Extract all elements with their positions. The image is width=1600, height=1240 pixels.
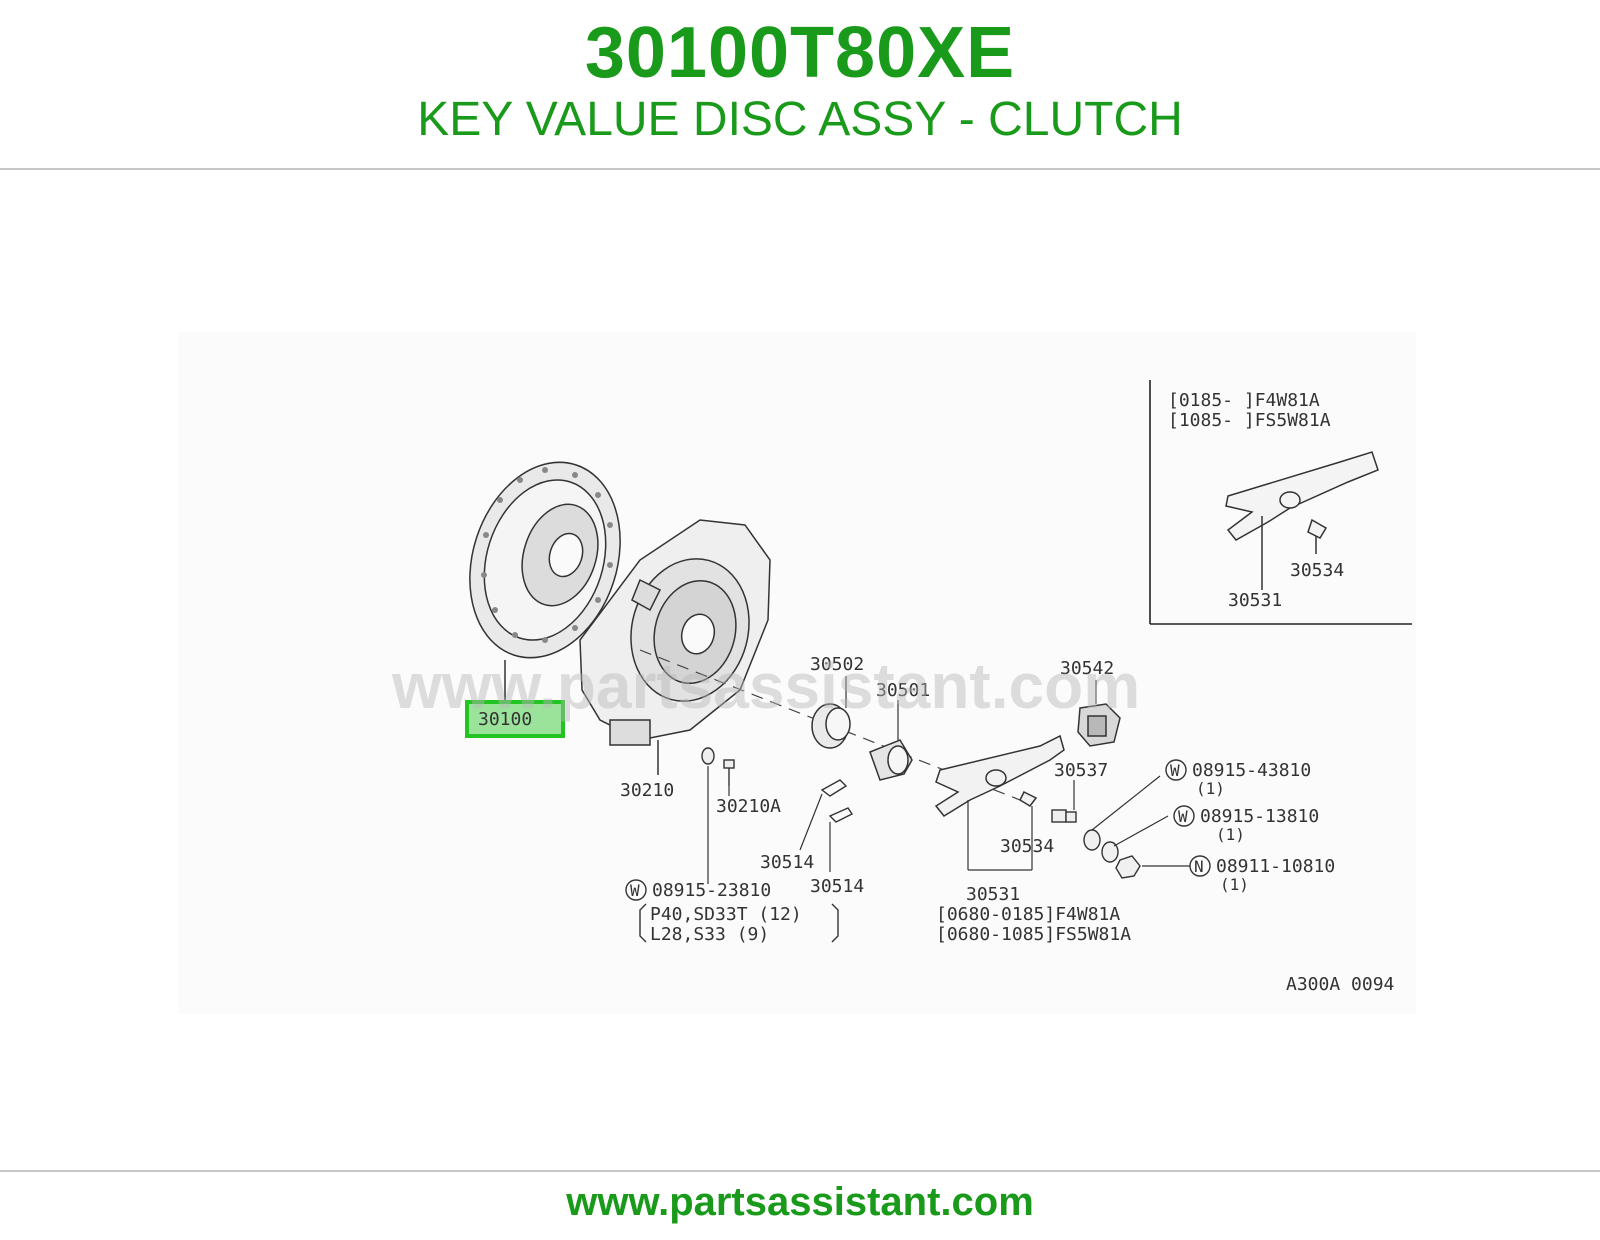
diagram-panel [178,332,1416,1014]
inset-box [1149,380,1412,625]
callout-30100[interactable]: 30100 [478,709,532,730]
callout-30514-b: 30514 [810,876,864,897]
washers-nut-drawing [1083,829,1141,879]
retainer-clips-drawing [820,779,854,823]
footer-divider [0,1170,1600,1172]
cover-bolt-drawing [701,747,735,786]
leader-washer-1 [1091,775,1161,831]
callout-30210a: 30210A [716,796,781,817]
bolt-part-number[interactable]: 08915-23810 [652,880,771,901]
nut-part-number[interactable]: 08911-10810 [1216,856,1335,877]
lever-range-1: [0680-0185]F4W81A [936,904,1120,925]
leader-30514-a [799,793,823,851]
dust-boot-drawing [1077,703,1121,747]
nut-symbol [1189,855,1211,877]
clutch-cover-drawing [579,519,771,746]
washer-2-qty: (1) [1216,825,1245,844]
inset-callout-30531: 30531 [1228,590,1282,611]
leader-washer-2 [1113,815,1169,847]
clutch-disc-drawing [469,461,621,659]
callout-30501: 30501 [876,680,930,701]
callout-30210: 30210 [620,780,674,801]
page-header: 30100T80XE KEY VALUE DISC ASSY - CLUTCH [0,0,1600,168]
release-bearing-drawing [811,703,851,749]
highlighted-callout-box[interactable] [465,700,565,738]
callout-30534: 30534 [1000,836,1054,857]
inset-callout-30534: 30534 [1290,560,1344,581]
bolt-note-2: L28,S33 (9) [650,924,769,945]
bracket-right [831,903,839,943]
inset-range-2: [1085- ]FS5W81A [1168,410,1331,431]
part-number-title: 30100T80XE [584,13,1016,93]
nut-symbol-letter: N [1194,857,1204,876]
washer-symbol-1 [625,879,647,901]
callout-30531: 30531 [966,884,1020,905]
nut-qty: (1) [1220,875,1249,894]
inset-range-1: [0185- ]F4W81A [1168,390,1320,411]
bearing-sleeve-drawing [869,739,913,781]
bracket-left [639,903,647,943]
washer-symbol-2 [1165,759,1187,781]
callout-30542: 30542 [1060,658,1114,679]
washer-symbol-3 [1173,805,1195,827]
withdrawal-lever-drawing [934,734,1065,817]
callout-30502: 30502 [810,654,864,675]
diagram-code: A300A 0094 [1286,974,1394,995]
part-name-subtitle: KEY VALUE DISC ASSY - CLUTCH [417,93,1183,146]
callout-30514-a: 30514 [760,852,814,873]
pivot-pin-drawing [1051,809,1077,823]
header-divider [0,168,1600,170]
washer-symbol-3-letter: W [1178,807,1188,826]
footer-site-link[interactable]: www.partsassistant.com [566,1180,1034,1224]
washer-2-part-number[interactable]: 08915-13810 [1200,806,1319,827]
washer-1-qty: (1) [1196,779,1225,798]
callout-30537: 30537 [1054,760,1108,781]
inset-release-fork-drawing [1225,451,1379,590]
washer-1-part-number[interactable]: 08915-43810 [1192,760,1311,781]
washer-symbol-1-letter: W [630,881,640,900]
washer-symbol-2-letter: W [1170,761,1180,780]
watermark-text: www.partsassistant.com [391,650,1140,722]
bolt-note-1: P40,SD33T (12) [650,904,802,925]
lever-range-2: [0680-1085]FS5W81A [936,924,1131,945]
